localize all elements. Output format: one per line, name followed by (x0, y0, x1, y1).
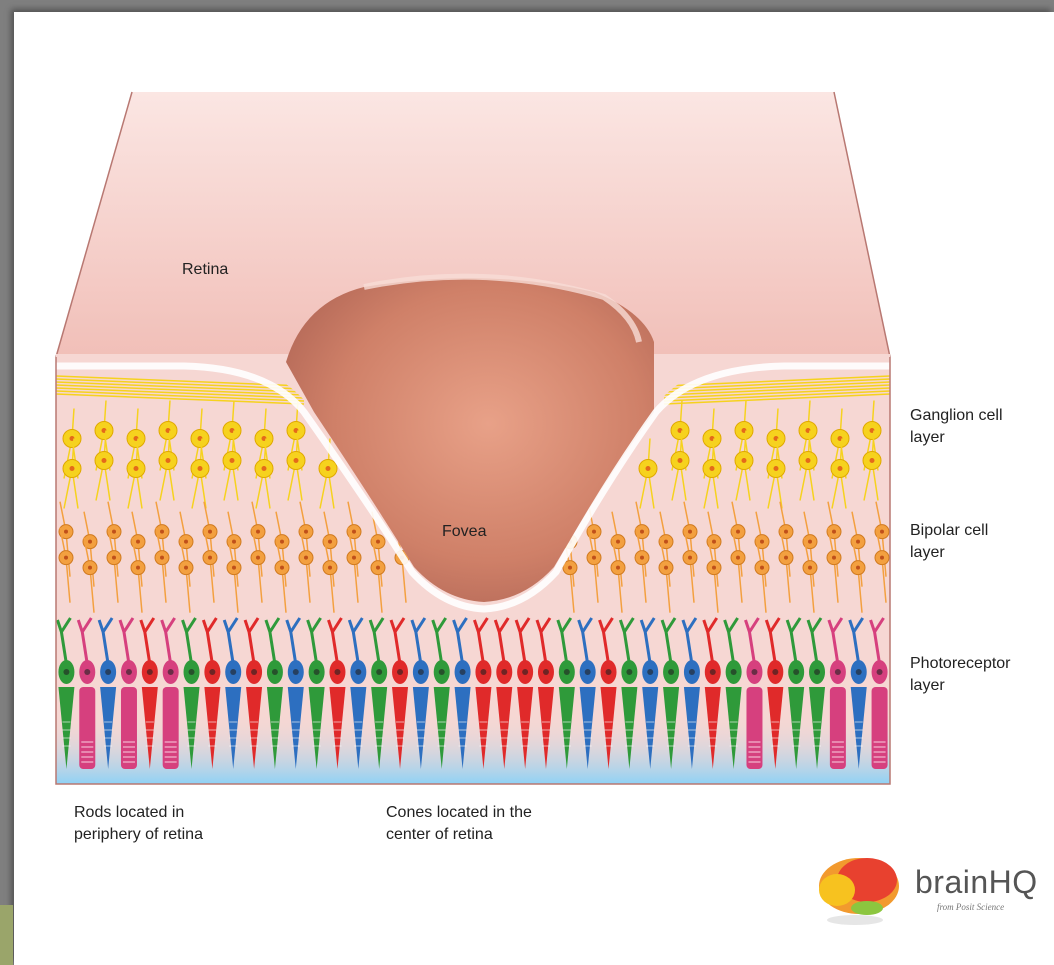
logo-wordmark: brainHQ (915, 864, 1038, 901)
photoreceptor-layer-label: Photoreceptor layer (910, 653, 1011, 697)
bipolar-layer-label: Bipolar cell layer (910, 520, 988, 564)
cones-caption: Cones located in the center of retina (386, 802, 532, 846)
brainhq-logo: brainHQ from Posit Science (807, 850, 1047, 930)
ganglion-layer-label: Ganglion cell layer (910, 405, 1003, 449)
logo-tagline: from Posit Science (937, 902, 1004, 912)
brain-logo-icon (807, 850, 907, 930)
figure-frame: Retina Fovea Ganglion cell layer Bipolar… (14, 12, 1054, 965)
corner-accent (0, 905, 13, 965)
retina-label: Retina (182, 259, 228, 281)
rods-caption: Rods located in periphery of retina (74, 802, 203, 846)
fovea-label: Fovea (442, 521, 486, 543)
